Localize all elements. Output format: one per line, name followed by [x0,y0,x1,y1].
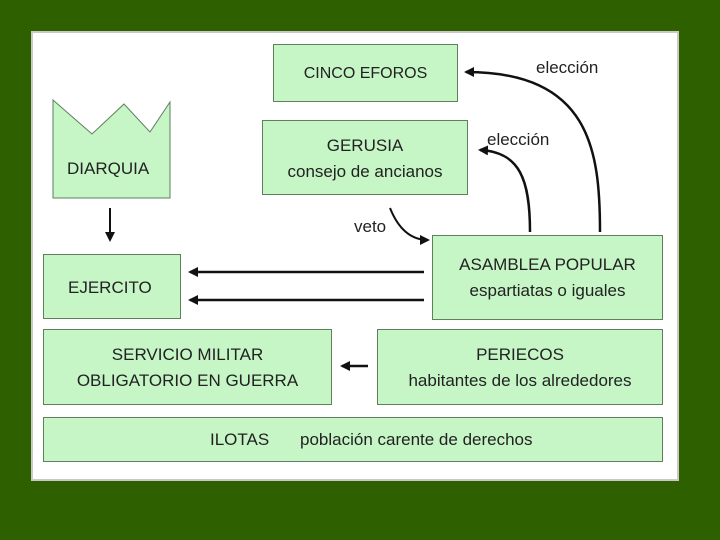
box-gerusia-title: GERUSIA [326,136,404,155]
arrow-veto [389,207,430,245]
label-eleccion-eforos: elección [536,58,599,77]
box-periecos: PERIECOS habitantes de los alrededores [377,329,663,405]
box-servicio-line1: SERVICIO MILITAR [111,345,264,364]
arrow-eleccion-to-eforos [464,67,602,233]
box-diarquia-label: DIARQUIA [67,159,150,178]
box-asamblea-title: ASAMBLEA POPULAR [459,255,636,274]
box-asamblea-subtitle: espartiatas o iguales [469,281,626,300]
box-cinco-eforos: CINCO EFOROS [273,44,458,102]
box-ilotas-desc: población carente de derechos [300,430,533,449]
box-servicio-militar: SERVICIO MILITAR OBLIGATORIO EN GUERRA [43,329,332,405]
box-asamblea-popular: ASAMBLEA POPULAR espartiatas o iguales [432,235,663,320]
box-ilotas-title: ILOTAS [210,430,270,449]
box-gerusia: GERUSIA consejo de ancianos [262,120,468,195]
label-eleccion-gerusia: elección [487,130,550,149]
box-periecos-title: PERIECOS [476,345,564,364]
arrow-eleccion-to-gerusia [478,145,532,233]
label-veto: veto [354,217,387,236]
box-cinco-eforos-label: CINCO EFOROS [303,65,428,82]
box-gerusia-subtitle: consejo de ancianos [287,162,443,181]
diarquia-crown-shape [52,98,171,199]
box-ilotas: ILOTAS población carente de derechos [43,417,663,462]
box-periecos-subtitle: habitantes de los alrededores [408,371,632,390]
box-ejercito-label: EJERCITO [68,278,152,297]
box-ejercito: EJERCITO [43,254,181,319]
box-servicio-line2: OBLIGATORIO EN GUERRA [76,371,299,390]
